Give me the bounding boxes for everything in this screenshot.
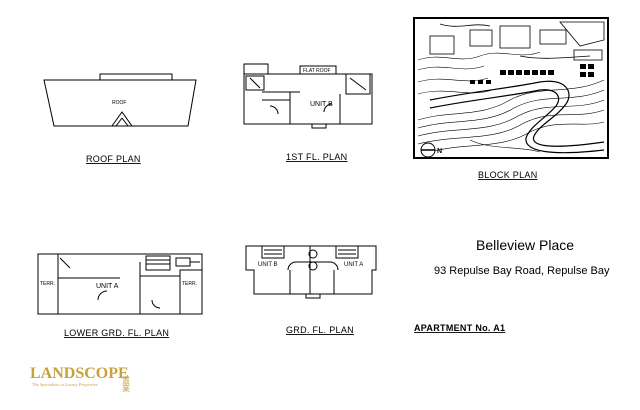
first-floor-plan-drawing xyxy=(243,63,373,129)
ground-plan-drawing xyxy=(245,245,377,299)
logo-cjk: 置業 xyxy=(122,376,131,393)
lower-ground-plan-drawing xyxy=(37,253,203,315)
lower-ground-plan-caption: LOWER GRD. FL. PLAN xyxy=(64,328,169,338)
logo-word: LANDSCOPE xyxy=(30,365,129,382)
landscope-logo: LANDSCOPE The Specialists in Luxury Prop… xyxy=(30,365,131,393)
first-floor-unit-b-label: UNIT B xyxy=(310,101,333,108)
roof-plan-caption: ROOF PLAN xyxy=(86,154,141,164)
apartment-number: APARTMENT No. A1 xyxy=(414,323,505,333)
project-title: Belleview Place xyxy=(476,237,574,253)
ground-unit-b-label: UNIT B xyxy=(258,262,278,268)
project-address: 93 Repulse Bay Road, Repulse Bay xyxy=(434,265,610,277)
block-plan-map: N xyxy=(413,17,609,159)
ground-unit-a-label: UNIT A xyxy=(344,262,363,268)
ground-plan-caption: GRD. FL. PLAN xyxy=(286,325,354,335)
lower-ground-right-room-label: TERR. xyxy=(182,281,197,287)
roof-room-label: ROOF xyxy=(112,100,126,106)
logo-tagline: The Specialists in Luxury Properties xyxy=(32,382,98,387)
lower-ground-unit-a-label: UNIT A xyxy=(96,283,119,290)
lower-ground-left-room-label: TERR. xyxy=(40,281,55,287)
flat-roof-label: FLAT ROOF xyxy=(303,68,331,74)
block-plan-caption: BLOCK PLAN xyxy=(478,170,538,180)
roof-plan-drawing xyxy=(43,73,197,127)
first-floor-plan-caption: 1ST FL. PLAN xyxy=(286,152,347,162)
north-label: N xyxy=(437,148,442,155)
